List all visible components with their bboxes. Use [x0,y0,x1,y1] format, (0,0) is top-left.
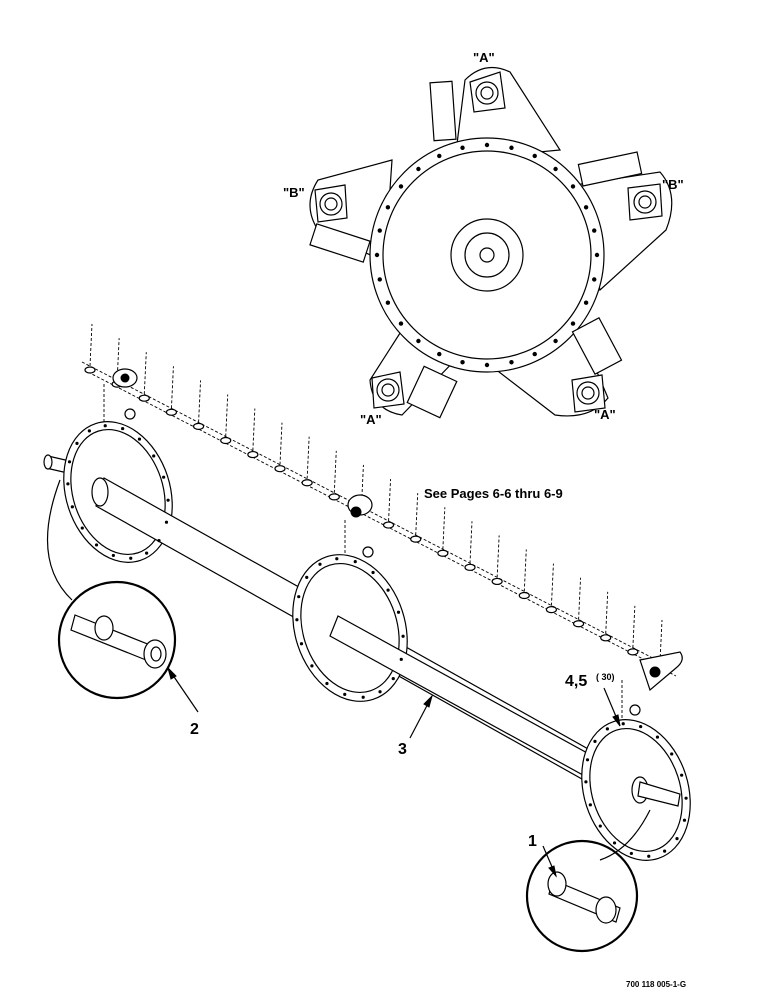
callout-2: 2 [190,721,199,738]
detail-right [525,809,651,953]
callout-4-5: 4,5 [565,673,587,690]
bearing-left [314,184,348,223]
end-disc [369,137,605,373]
cam-block-right [577,151,643,187]
tag-bottom-left: "A" [360,412,382,427]
cam-block-left [309,223,371,263]
cam-block-top [429,80,457,142]
tag-left: "B" [283,185,305,200]
tines [84,323,666,670]
tag-bottom-right: "A" [594,407,616,422]
reel-shaft [43,421,691,861]
reel-end-view [309,66,673,419]
tine-bar-assembly [81,323,683,735]
flange-bolt-holes [66,424,688,858]
bar-bearing-left [103,368,138,440]
cam-block-bottom-left [406,365,458,419]
figure-id: 700 118 005-1-G [626,980,686,989]
disc-bolt-holes [374,142,600,368]
bar-bearing-middle [344,494,374,570]
callout-1: 1 [528,833,537,850]
bearing-bottom-right [571,374,606,413]
cam-block-bottom-right [571,316,623,376]
bearing-top [469,71,506,113]
tag-top: "A" [473,50,495,65]
bearing-right [627,183,663,221]
reference-note: See Pages 6-6 thru 6-9 [424,486,563,501]
tag-right: "B" [662,177,684,192]
bearing-bottom-left [371,371,405,409]
callout-3: 3 [398,741,407,758]
callout-4-5-qty: ( 30) [596,672,615,682]
detail-left [46,479,177,700]
leader-lines [167,666,621,878]
